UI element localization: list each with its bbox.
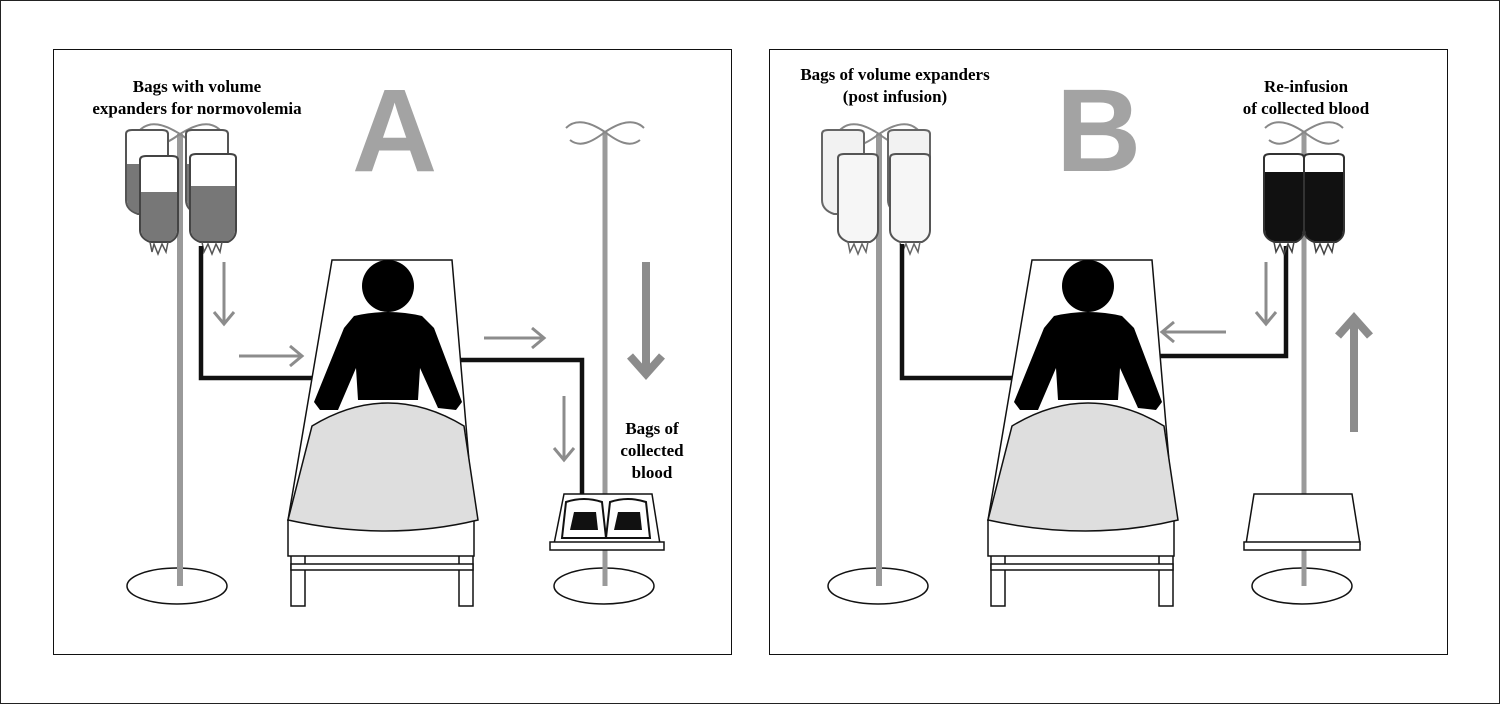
expander-bags-empty xyxy=(821,129,931,257)
label-expander-bags-line1: Bags with volume xyxy=(132,77,262,96)
panel-b-scene xyxy=(821,121,1373,607)
label-expander-bags-post: Bags of volume expanders (post infusion) xyxy=(780,64,1010,108)
label-reinfusion: Re-infusion of collected blood xyxy=(1226,76,1386,120)
collection-tray xyxy=(549,493,665,551)
label-expander-post-line2: (post infusion) xyxy=(842,87,948,106)
patient xyxy=(1014,260,1162,410)
flow-arrows xyxy=(212,262,576,463)
blanket xyxy=(987,402,1179,532)
panel-letter-b: B xyxy=(1056,65,1142,197)
label-expander-post-line1: Bags of volume expanders xyxy=(800,65,990,84)
label-expander-bags-line2: expanders for normovolemia xyxy=(92,99,302,118)
panel-letter-a: A xyxy=(352,65,438,197)
tube-expander xyxy=(899,244,1026,381)
panel-b: B Bags of volume expanders (post infusio… xyxy=(769,49,1448,655)
patient xyxy=(314,260,462,410)
iv-pole-left xyxy=(126,123,228,605)
flow-arrows xyxy=(1159,262,1278,344)
panel-a: A Bags with volume expanders for normovo… xyxy=(53,49,732,655)
reinfusion-arrow xyxy=(1335,311,1373,432)
label-collected-line3: blood xyxy=(631,463,673,482)
label-collected-bags: Bags of collected blood xyxy=(602,418,702,484)
expander-bags-full xyxy=(125,129,237,257)
collection-arrow xyxy=(627,262,665,381)
panel-a-scene xyxy=(125,121,665,607)
blood-bags xyxy=(1263,153,1345,257)
label-collected-line1: Bags of xyxy=(625,419,679,438)
label-collected-line2: collected xyxy=(620,441,684,460)
label-reinfusion-line1: Re-infusion xyxy=(1263,77,1349,96)
tube-infusion xyxy=(198,246,326,381)
label-expander-bags: Bags with volume expanders for normovole… xyxy=(92,76,302,120)
tube-reinfusion xyxy=(1142,246,1289,359)
label-reinfusion-line2: of collected blood xyxy=(1242,99,1370,118)
tube-collection xyxy=(456,357,585,494)
blanket xyxy=(287,402,479,532)
empty-tray xyxy=(1243,493,1361,551)
